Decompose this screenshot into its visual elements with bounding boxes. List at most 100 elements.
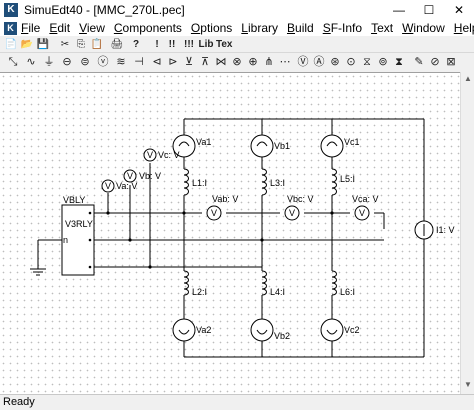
- dc-source-icon[interactable]: ⊖: [62, 56, 72, 68]
- label-vc1: Vc1: [344, 137, 360, 147]
- minimize-button[interactable]: —: [393, 3, 405, 17]
- inductor-l6-coil: [331, 270, 337, 296]
- vertical-scrollbar[interactable]: ▲ ▼: [460, 72, 474, 394]
- mosfet-icon[interactable]: ⋈: [215, 56, 227, 68]
- source-vb1-wave: [256, 141, 268, 147]
- inductor-l1-coil: [183, 168, 189, 196]
- copy-icon[interactable]: ⎘: [77, 39, 85, 50]
- block-icon[interactable]: ⊠: [446, 56, 456, 68]
- menu-build[interactable]: Build: [287, 21, 314, 35]
- limiter-icon[interactable]: ⊘: [430, 56, 440, 68]
- menu-sf-info[interactable]: SF-Info: [322, 21, 363, 35]
- ammeter-icon[interactable]: Ⓐ: [313, 56, 325, 68]
- source-vb1-symbol: [250, 134, 274, 158]
- voltmeter-va-circle: [101, 179, 115, 193]
- main-toolbar: 📄 📂 💾 ✂ ⎘ 📋 🖨 ? ! !! !!! Lib Tex: [0, 37, 474, 53]
- save-icon[interactable]: 💾: [36, 39, 50, 50]
- label-icon[interactable]: ⋯: [279, 56, 291, 68]
- pen-icon[interactable]: ✎: [414, 56, 424, 68]
- menu-library[interactable]: Library: [241, 21, 278, 35]
- voltmeter-vab-circle: [206, 205, 222, 221]
- wire-icon[interactable]: ⤡: [8, 56, 18, 68]
- switch-icon[interactable]: ⊻: [184, 56, 194, 68]
- menu-options[interactable]: Options: [190, 21, 233, 35]
- ground-icon[interactable]: ⏚: [43, 56, 55, 68]
- menu-edit[interactable]: Edit: [49, 21, 71, 35]
- timer-icon[interactable]: ⧖: [363, 56, 371, 68]
- voltage-source-icon[interactable]: ⓥ: [97, 56, 109, 68]
- source-va2-symbol: [172, 318, 196, 342]
- resistor-icon[interactable]: ∿: [26, 56, 36, 68]
- inductor-l2-coil: [183, 270, 189, 296]
- junction-dot: [330, 211, 334, 215]
- probe-icon[interactable]: ⊛: [330, 56, 340, 68]
- voltmeter-icon[interactable]: Ⓥ: [297, 56, 309, 68]
- block-port-dot: [88, 211, 92, 215]
- menu-text[interactable]: Text: [371, 21, 394, 35]
- label-vb-meter: Vb: V: [139, 171, 161, 181]
- ac-source-icon[interactable]: ⊜: [80, 56, 90, 68]
- scroll-down-icon[interactable]: ▼: [464, 380, 472, 389]
- menu-view[interactable]: View: [79, 21, 105, 35]
- junction-dot: [182, 211, 186, 215]
- inductor-l4-coil: [261, 270, 267, 296]
- menu-window[interactable]: Window: [402, 21, 445, 35]
- maximize-button[interactable]: ☐: [423, 3, 435, 17]
- voltmeter-vca-circle: [354, 205, 370, 221]
- igbt-icon[interactable]: ⊼: [200, 56, 210, 68]
- thyristor-icon[interactable]: ⊳: [168, 56, 178, 68]
- voltmeter-va-glyph: V: [105, 181, 111, 191]
- source-vc2-wave: [326, 329, 338, 335]
- open-folder-icon[interactable]: 📂: [20, 39, 34, 50]
- schematic-canvas[interactable]: V V V V V V VBLY V3RLY n Va1 Vb1 Vc1 Va2…: [0, 72, 460, 395]
- meter-icon[interactable]: ⊙: [346, 56, 356, 68]
- label-va2: Va2: [196, 325, 211, 335]
- schematic-drawing: V V V V V V VBLY V3RLY n Va1 Vb1 Vc1 Va2…: [30, 118, 455, 358]
- run-icon[interactable]: !: [155, 39, 159, 50]
- capacitor-icon[interactable]: ⊣: [134, 56, 144, 68]
- transistor-icon[interactable]: ⊗: [232, 56, 242, 68]
- paste-icon[interactable]: 📋: [90, 39, 104, 50]
- label-vca-meter: Vca: V: [352, 194, 379, 204]
- motor-icon[interactable]: ⊚: [378, 56, 388, 68]
- document-menu-icon[interactable]: K: [4, 22, 17, 35]
- v3rly-block-box: [61, 204, 95, 276]
- library-button[interactable]: Lib: [198, 39, 214, 50]
- cut-icon[interactable]: ✂: [60, 39, 70, 50]
- junction-dot: [106, 211, 110, 215]
- new-file-icon[interactable]: 📄: [4, 39, 18, 50]
- voltmeter-vab-glyph: V: [211, 208, 217, 218]
- menu-file[interactable]: File: [21, 21, 41, 35]
- label-l4: L4:I: [270, 287, 285, 297]
- inductor-icon[interactable]: ≋: [116, 56, 126, 68]
- menu-bar: K File Edit View Components Options Libr…: [0, 21, 474, 36]
- tex-button[interactable]: Tex: [216, 39, 233, 50]
- label-vab-meter: Vab: V: [212, 194, 238, 204]
- source-vb2-symbol: [250, 318, 274, 342]
- run-double-icon[interactable]: !!: [168, 39, 176, 50]
- voltmeter-vc-glyph: V: [147, 150, 153, 160]
- run-triple-icon[interactable]: !!!: [184, 39, 194, 50]
- voltmeter-vb-circle: [123, 169, 137, 183]
- help-icon[interactable]: ?: [132, 39, 140, 50]
- print-icon[interactable]: 🖨: [110, 39, 124, 50]
- menu-components[interactable]: Components: [113, 21, 182, 35]
- inductor-l3-coil: [261, 168, 267, 196]
- label-i1: I1: V: [436, 225, 455, 235]
- menu-help[interactable]: Help: [453, 21, 474, 35]
- voltmeter-vbc-circle: [284, 205, 300, 221]
- sum-icon[interactable]: ⊕: [248, 56, 258, 68]
- source-vc2-symbol: [320, 318, 344, 342]
- delay-icon[interactable]: ⧗: [395, 56, 403, 68]
- label-vb2: Vb2: [274, 331, 290, 341]
- label-vb1: Vb1: [274, 141, 290, 151]
- close-button[interactable]: ✕: [453, 3, 465, 17]
- source-va1-symbol: [172, 134, 196, 158]
- scroll-up-icon[interactable]: ▲: [464, 74, 472, 83]
- transformer-icon[interactable]: ⋔: [264, 56, 274, 68]
- block-port-dot: [88, 238, 92, 242]
- junction-dot: [148, 265, 152, 269]
- label-l3: L3:I: [270, 178, 285, 188]
- label-vc-meter: Vc: V: [158, 150, 180, 160]
- diode-icon[interactable]: ⊲: [152, 56, 162, 68]
